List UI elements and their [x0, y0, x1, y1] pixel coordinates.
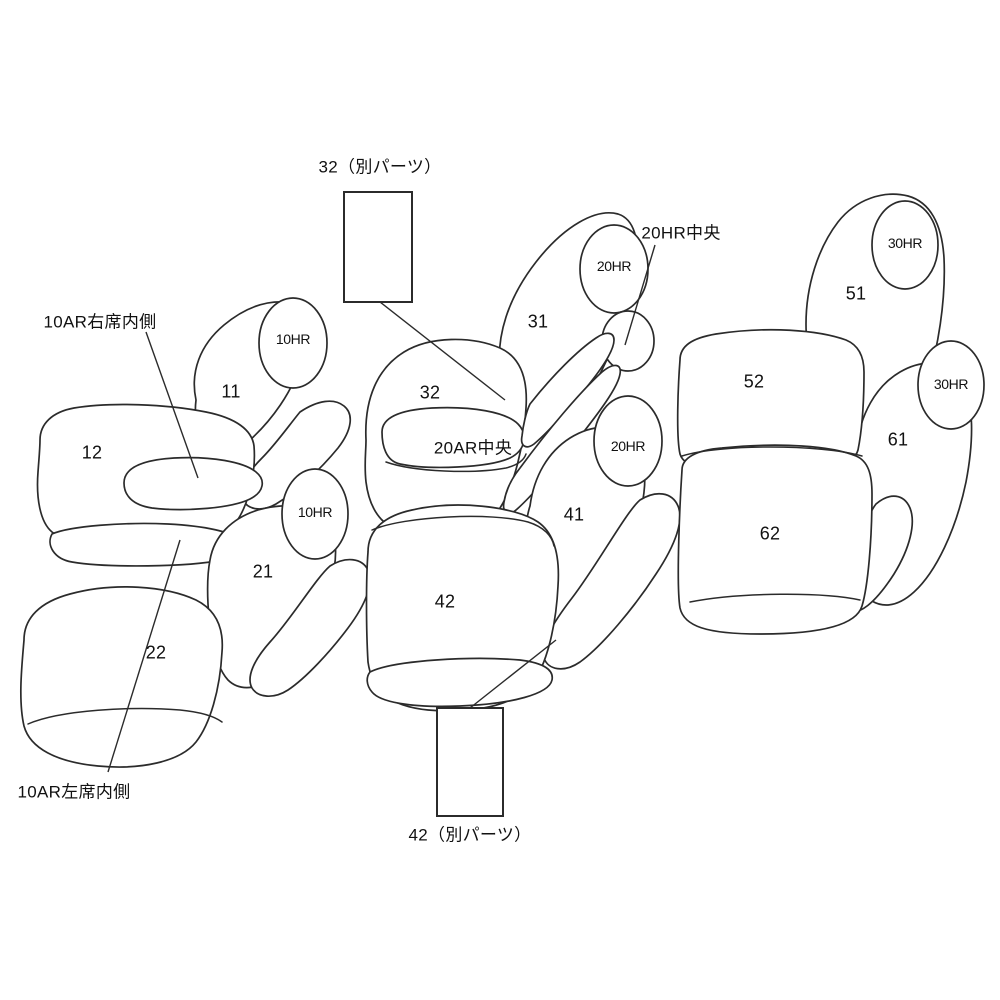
headrest-label-10hr-front-right: 10HR	[275, 331, 311, 347]
bench-backrest-52	[676, 328, 865, 475]
panel-label-11: 11	[221, 381, 241, 402]
headrest-30hr-third-upper	[871, 200, 939, 290]
panel-label-21: 21	[252, 561, 274, 582]
panel-label-41: 41	[563, 504, 585, 525]
callout-20ar-center-label: 20AR中央	[433, 438, 513, 458]
headrest-20hr-second-lower	[593, 395, 663, 487]
separate-part-box-42	[436, 707, 504, 817]
headrest-label-30hr-third-lower: 30HR	[933, 376, 969, 392]
headrest-label-30hr-third-upper: 30HR	[887, 235, 923, 251]
headrest-label-20hr-second-lower: 20HR	[610, 438, 646, 454]
panel-label-52: 52	[743, 371, 765, 392]
panel-label-12: 12	[81, 442, 103, 463]
seat-seam-42-upper	[371, 515, 555, 547]
panel-label-31: 31	[527, 311, 549, 332]
callout-20hr-center-label: 20HR中央	[641, 223, 721, 243]
headrest-30hr-third-lower	[917, 340, 985, 430]
panel-label-61: 61	[887, 429, 909, 450]
leader-10ar-left-inner	[107, 539, 181, 773]
separate-part-box-32	[343, 191, 413, 303]
bench-cushion-62	[677, 444, 873, 635]
seat-side-bolster-11	[240, 400, 352, 510]
panel-label-62: 62	[759, 523, 781, 544]
headrest-label-20hr-second-upper: 20HR	[596, 258, 632, 274]
separate-part-label-32: 32（別パーツ）	[318, 157, 442, 177]
headrest-10hr-front-left	[281, 468, 349, 560]
armrest-10ar-right-inner	[123, 456, 264, 511]
panel-label-42: 42	[434, 591, 456, 612]
panel-label-22: 22	[145, 642, 167, 663]
leader-20hr-center	[624, 244, 656, 346]
callout-10ar-right-inner-label: 10AR右席内側	[43, 312, 157, 332]
leader-separate-part-42	[469, 639, 557, 709]
armrest-20ar-center-lip	[385, 453, 527, 473]
armrest-10ar-left-inner	[27, 707, 223, 725]
bench-seam-52-62	[681, 446, 863, 457]
seat-side-bolster-41	[542, 492, 681, 670]
seat-cushion-lip-42	[366, 657, 554, 708]
headrest-label-10hr-front-left: 10HR	[297, 504, 333, 520]
leader-10ar-right-inner	[145, 331, 199, 479]
callout-10ar-left-inner-label: 10AR左席内側	[17, 782, 131, 802]
panel-label-32: 32	[419, 382, 441, 403]
panel-label-51: 51	[845, 283, 867, 304]
seat-cushion-22	[19, 586, 224, 768]
bench-cushion-lip-62	[689, 593, 861, 603]
leader-separate-part-32	[379, 301, 506, 401]
separate-part-label-42: 42（別パーツ）	[408, 825, 532, 845]
headrest-10hr-front-right	[258, 297, 328, 389]
